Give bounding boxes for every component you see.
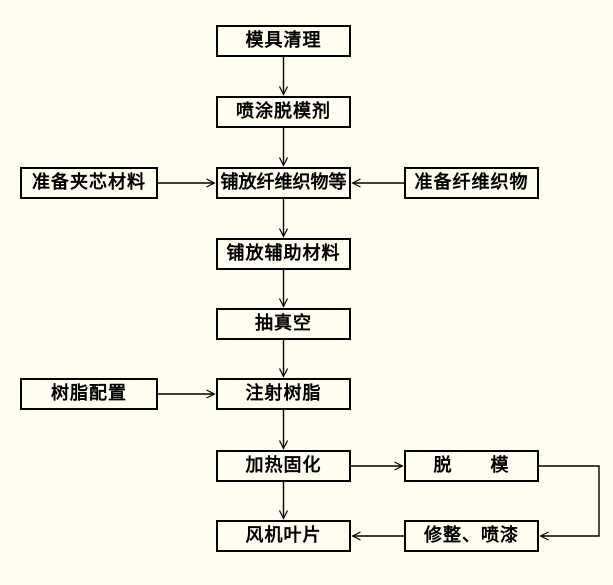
node-inject-resin: 注射树脂 bbox=[216, 378, 351, 410]
node-wind-blade: 风机叶片 bbox=[216, 520, 351, 552]
node-lay-fiber-fabric: 铺放纤维织物等 bbox=[216, 167, 351, 199]
node-resin-preparation: 树脂配置 bbox=[20, 378, 158, 410]
node-demold: 脱 模 bbox=[404, 450, 539, 482]
node-trim-paint: 修整、喷漆 bbox=[404, 520, 539, 552]
node-spray-release-agent: 喷涂脱模剂 bbox=[216, 96, 351, 128]
node-vacuum: 抽真空 bbox=[216, 308, 351, 340]
node-prepare-fiber-fabric: 准备纤维织物 bbox=[404, 167, 539, 199]
node-prepare-core-material: 准备夹芯材料 bbox=[20, 167, 158, 199]
node-heat-curing: 加热固化 bbox=[216, 450, 351, 482]
node-mold-cleaning: 模具清理 bbox=[216, 25, 351, 57]
arrow-demold-to-trim-elbow bbox=[539, 465, 600, 536]
node-lay-auxiliary-material: 铺放辅助材料 bbox=[216, 238, 351, 270]
